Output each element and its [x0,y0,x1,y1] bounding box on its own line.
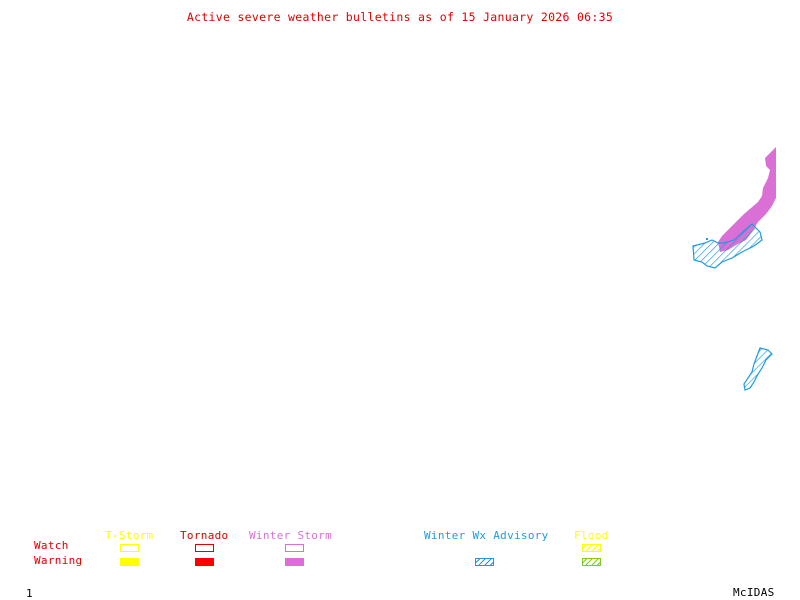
legend-label-watch: Watch [34,539,69,552]
software-label: McIDAS [733,586,775,599]
legend-tornado-warning-swatch [195,558,214,566]
legend-tstorm-watch-swatch [120,544,139,552]
advisory-dot [706,238,708,240]
winter-wx-advisory-region[interactable] [692,223,763,269]
legend-flood-watch-swatch [582,544,601,552]
legend-tornado-watch-swatch [195,544,214,552]
legend-flood-label: Flood [574,529,609,542]
winter-storm-warning-region[interactable] [718,147,776,252]
legend-tstorm-warning-swatch [120,558,139,566]
legend-tstorm-label: T-Storm [105,529,154,542]
legend-winter-storm-label: Winter Storm [249,529,333,542]
winter-wx-advisory-region-south[interactable] [743,347,773,391]
bulletin-title: Active severe weather bulletins as of 15… [186,10,614,24]
legend-winter-wx-advisory-label: Winter Wx Advisory [424,529,549,542]
legend-tornado-label: Tornado [180,529,229,542]
legend-winter-storm-watch-swatch [285,544,304,552]
legend-winter-storm-warning-swatch [285,558,304,566]
frame-number: 1 [26,587,33,600]
legend-flood-warning-swatch [582,558,601,566]
legend-winter-wx-advisory-swatch [475,558,494,566]
legend-label-warning: Warning [34,554,83,567]
